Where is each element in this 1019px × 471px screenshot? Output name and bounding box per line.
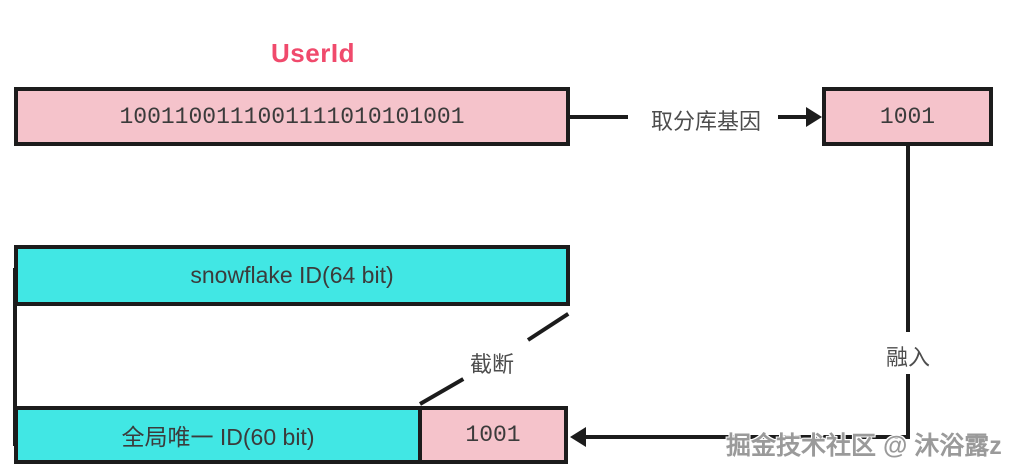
- gene-slot-box: 1001: [418, 406, 568, 464]
- diagram-title: UserId: [271, 38, 355, 68]
- extract-gene-line-left: [570, 115, 628, 119]
- snowflake-id-box: snowflake ID(64 bit): [14, 245, 570, 306]
- truncate-slash-lower: [419, 377, 465, 406]
- merge-arrow-line: [584, 435, 910, 439]
- gene-box: 1001: [822, 87, 993, 146]
- userid-binary-box: 1001100111001111010101001: [14, 87, 570, 146]
- truncate-slash-upper: [526, 312, 570, 342]
- extract-gene-line-right: [778, 115, 810, 119]
- userid-binary-value: 1001100111001111010101001: [119, 103, 465, 130]
- extract-gene-arrowhead-icon: [806, 107, 822, 127]
- merge-line-lower: [906, 374, 910, 439]
- gene-value: 1001: [879, 103, 936, 130]
- merge-arrowhead-icon: [570, 427, 586, 447]
- snowflake-id-label: snowflake ID(64 bit): [190, 262, 394, 288]
- extract-gene-label: 取分库基因: [650, 109, 761, 134]
- left-edge-connector-line: [13, 268, 17, 446]
- watermark: 掘金技术社区 @ 沐浴露z: [726, 432, 1002, 460]
- global-unique-id-box: 全局唯一 ID(60 bit): [14, 406, 422, 464]
- truncate-label: 截断: [469, 352, 514, 377]
- merge-line-upper: [906, 146, 910, 332]
- gene-slot-value: 1001: [465, 422, 521, 448]
- global-unique-id-label: 全局唯一 ID(60 bit): [121, 424, 315, 450]
- merge-label: 融入: [885, 345, 930, 370]
